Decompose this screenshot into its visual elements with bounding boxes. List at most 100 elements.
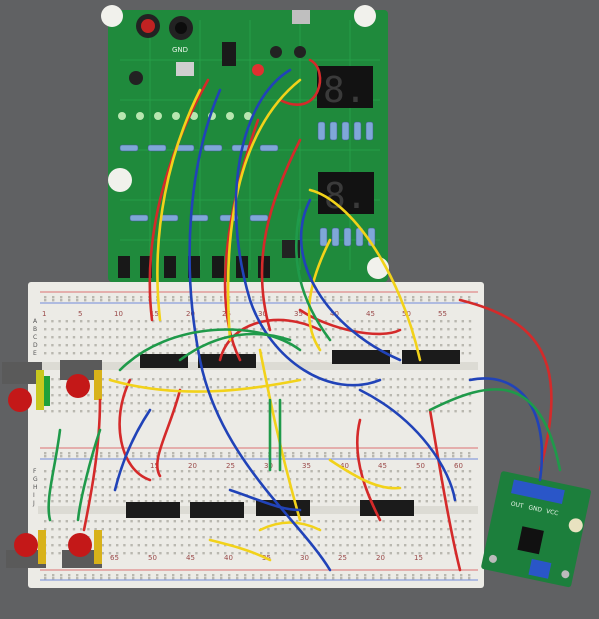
breadboard-hole <box>101 500 104 503</box>
green-wires <box>47 208 562 522</box>
breadboard-hole <box>130 352 133 355</box>
breadboard-hole <box>348 452 351 455</box>
breadboard-hole <box>454 328 457 331</box>
breadboard-hole <box>130 320 133 323</box>
breadboard-hole <box>152 528 155 531</box>
breadboard-hole <box>65 486 68 489</box>
breadboard-hole <box>188 378 191 381</box>
breadboard-hole <box>288 386 292 389</box>
breadboard-hole <box>245 386 248 389</box>
breadboard-hole <box>353 544 356 547</box>
breadboard-hole <box>58 494 61 497</box>
breadboard-hole <box>51 320 54 323</box>
breadboard-hole <box>296 486 299 489</box>
breadboard-hole <box>137 378 140 381</box>
breadboard-hole <box>180 296 183 299</box>
breadboard-hole <box>267 470 270 473</box>
breadboard-hole <box>468 299 471 302</box>
dip-switch-row[interactable] <box>118 256 270 278</box>
breadboard-hole <box>310 378 313 381</box>
breadboard-hole <box>72 344 76 347</box>
breadboard-hole <box>245 410 248 413</box>
breadboard-hole <box>252 536 256 539</box>
breadboard-hole <box>44 574 47 577</box>
breadboard-hole <box>76 577 79 580</box>
breadboard-hole <box>432 478 436 481</box>
breadboard-hole <box>204 574 207 577</box>
breadboard-hole <box>303 486 306 489</box>
breadboard-hole <box>195 402 198 405</box>
breadboard-hole <box>432 402 436 405</box>
breadboard-hole <box>267 410 270 413</box>
breadboard-hole <box>130 344 133 347</box>
breadboard-hole <box>288 344 292 347</box>
breadboard-hole <box>44 577 47 580</box>
breadboard-hole <box>132 296 135 299</box>
breadboard-hole <box>281 402 284 405</box>
breadboard-hole <box>236 296 239 299</box>
breadboard-hole <box>180 344 184 347</box>
breadboard-hole <box>108 520 112 523</box>
breadboard-hole <box>173 544 176 547</box>
breadboard-hole <box>173 486 176 489</box>
breadboard-hole <box>375 544 378 547</box>
breadboard-hole <box>87 344 90 347</box>
breadboard-hole <box>132 574 135 577</box>
breadboard-hole <box>310 520 313 523</box>
breadboard-hole <box>130 544 133 547</box>
breadboard-hole <box>260 478 263 481</box>
breadboard-hole <box>238 344 241 347</box>
breadboard-hole <box>180 486 184 489</box>
breadboard-hole <box>166 320 169 323</box>
breadboard-hole <box>124 574 127 577</box>
breadboard-hole <box>238 378 241 381</box>
breadboard-hole <box>288 402 292 405</box>
breadboard-hole <box>440 520 443 523</box>
breadboard-hole <box>468 552 472 555</box>
breadboard-hole <box>60 296 63 299</box>
breadboard-hole <box>396 352 400 355</box>
breadboard-hole <box>353 402 356 405</box>
breadboard-hole <box>188 552 191 555</box>
breadboard-hole <box>231 500 234 503</box>
breadboard-hole <box>461 536 464 539</box>
breadboard-hole <box>180 320 184 323</box>
breadboard-hole <box>396 478 400 481</box>
breadboard-hole <box>195 320 198 323</box>
breadboard-hole <box>440 378 443 381</box>
breadboard-hole <box>324 574 327 577</box>
breadboard-hole <box>108 544 112 547</box>
breadboard-hole <box>372 296 375 299</box>
breadboard-hole <box>440 328 443 331</box>
breadboard-hole <box>140 455 143 458</box>
breadboard-hole <box>284 296 287 299</box>
breadboard-hole <box>180 528 184 531</box>
breadboard-hole <box>281 528 284 531</box>
breadboard-hole <box>444 452 447 455</box>
row-letter: F <box>33 468 37 475</box>
breadboard-hole <box>447 494 450 497</box>
breadboard-hole <box>94 320 97 323</box>
breadboard-hole <box>137 478 140 481</box>
breadboard-hole <box>411 336 414 339</box>
breadboard-hole <box>310 320 313 323</box>
svg-text:8.: 8. <box>323 70 366 111</box>
toggle-switch[interactable] <box>176 62 194 76</box>
slide-switch[interactable] <box>222 42 236 66</box>
breadboard-hole <box>364 574 367 577</box>
breadboard-hole <box>296 344 299 347</box>
breadboard-hole <box>412 296 415 299</box>
breadboard-hole <box>148 455 151 458</box>
breadboard-hole <box>425 520 428 523</box>
breadboard-hole <box>60 452 63 455</box>
breadboard-hole <box>260 520 263 523</box>
trimmer-potentiometer[interactable] <box>528 558 552 579</box>
breadboard-hole <box>108 455 111 458</box>
breadboard-hole <box>76 574 79 577</box>
breadboard-hole <box>101 536 104 539</box>
breadboard-hole <box>231 470 234 473</box>
breadboard-hole <box>209 536 212 539</box>
breadboard-hole <box>418 552 421 555</box>
breadboard-hole <box>244 299 247 302</box>
breadboard-hole <box>58 528 61 531</box>
